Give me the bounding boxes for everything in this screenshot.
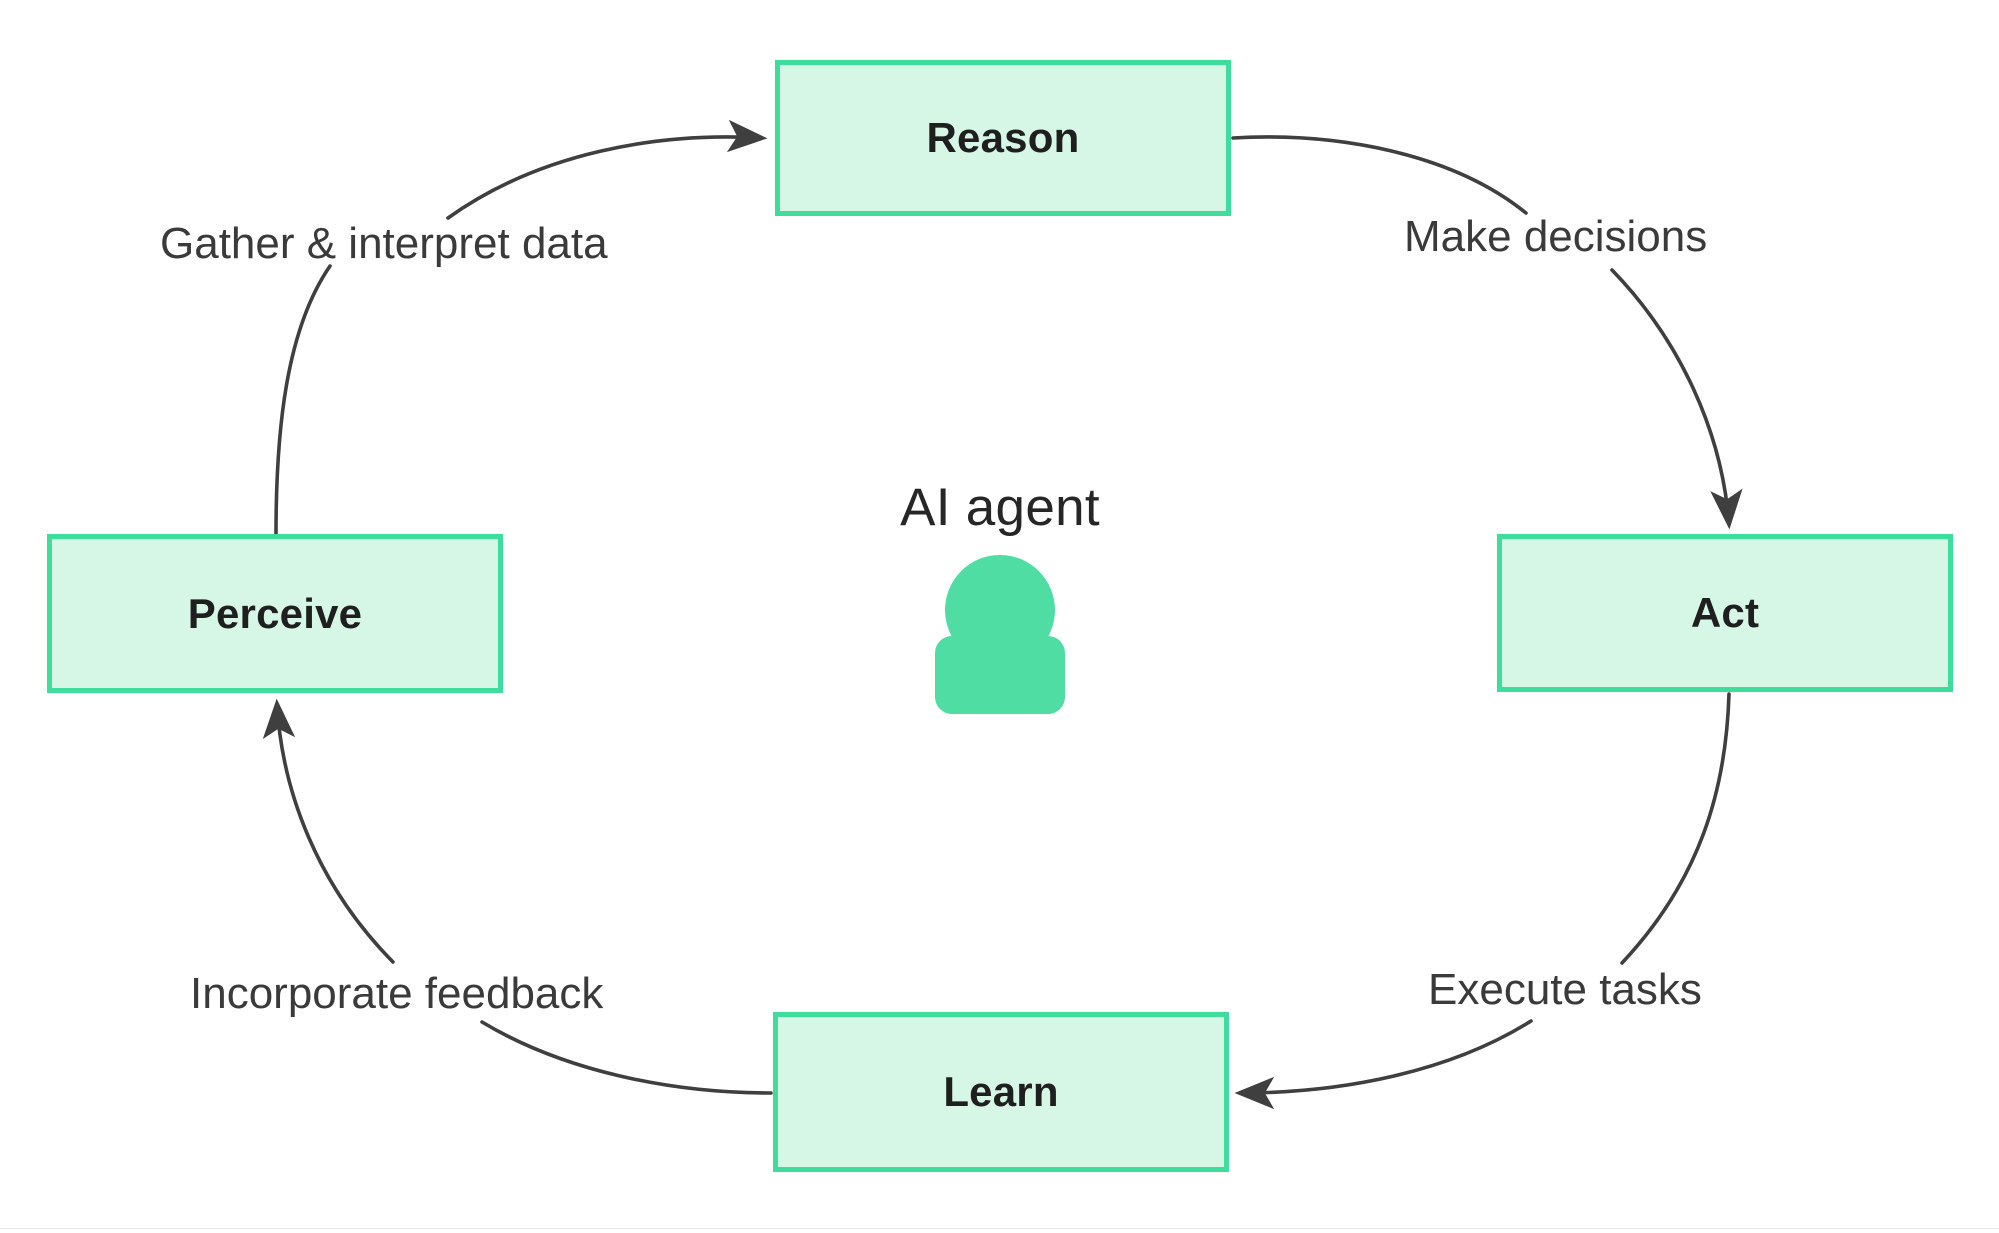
node-reason-label: Reason: [926, 114, 1080, 161]
node-learn-label: Learn: [943, 1068, 1059, 1115]
edge-perceive-to-reason: [274, 119, 768, 536]
ai-agent-group: AI agent: [830, 480, 1170, 780]
edge-label-make-decisions: Make decisions: [1404, 212, 1708, 261]
person-icon: [935, 554, 1065, 714]
edge-act-to-learn: [1234, 692, 1731, 1110]
node-perceive[interactable]: Perceive: [47, 534, 503, 693]
edge-label-gather-interpret-data: Gather & interpret data: [160, 219, 608, 268]
node-learn[interactable]: Learn: [773, 1012, 1229, 1172]
ai-agent-title: AI agent: [900, 478, 1100, 537]
edge-reason-to-act: [1231, 135, 1743, 530]
bottom-divider: [0, 1228, 1999, 1229]
node-act[interactable]: Act: [1497, 534, 1953, 692]
edge-label-execute-tasks: Execute tasks: [1428, 965, 1702, 1014]
edge-label-incorporate-feedback: Incorporate feedback: [190, 969, 604, 1018]
node-perceive-label: Perceive: [187, 589, 363, 637]
node-reason[interactable]: Reason: [775, 60, 1231, 216]
node-act-label: Act: [1690, 589, 1760, 636]
edge-learn-to-perceive: [262, 698, 773, 1095]
